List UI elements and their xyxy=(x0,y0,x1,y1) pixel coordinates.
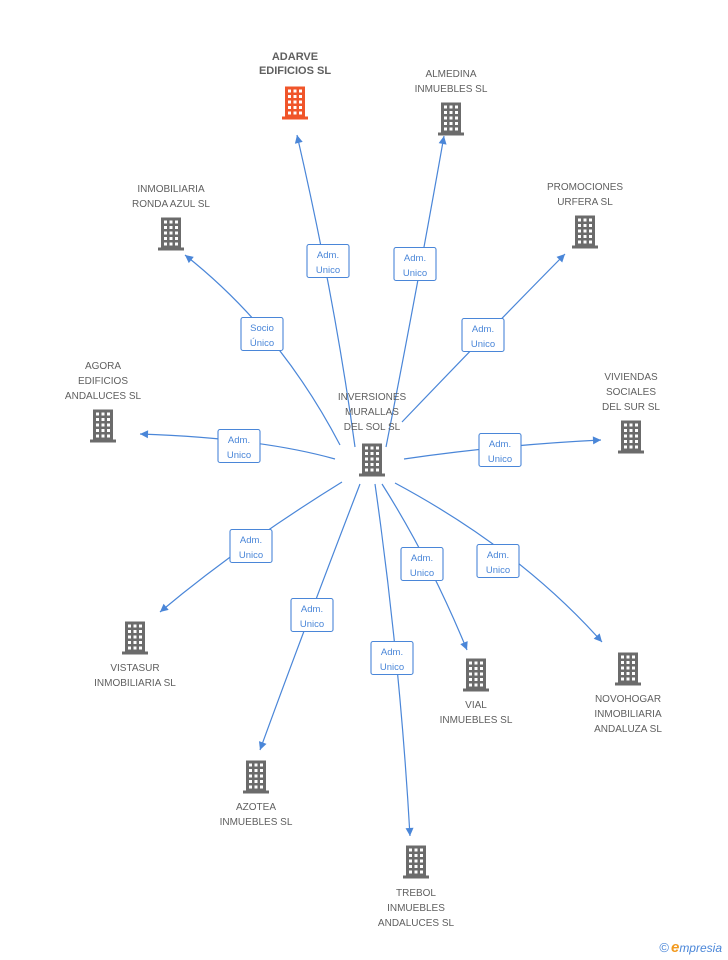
edge-almedina: Adm.Unico xyxy=(385,135,447,448)
node-viviendas-building-icon[interactable] xyxy=(618,420,644,454)
node-agora-building-icon[interactable] xyxy=(90,409,116,443)
edge-arrow-adarve xyxy=(294,135,303,144)
edge-trebol: Adm.Unico xyxy=(370,483,414,837)
relation-label-urfera: Adm.Unico xyxy=(471,324,495,350)
relation-label-vistasur: Adm.Unico xyxy=(239,535,263,561)
node-azotea-building-icon[interactable] xyxy=(243,760,269,794)
relation-label-vial: Adm.Unico xyxy=(410,553,434,579)
edge-arrow-urfera xyxy=(556,254,565,263)
edge-arrow-viviendas xyxy=(592,436,601,445)
edge-line-almedina xyxy=(385,135,445,448)
edge-arrow-azotea xyxy=(258,741,267,750)
center-node-building-icon[interactable] xyxy=(359,443,385,477)
edge-line-adarve xyxy=(296,134,356,448)
edge-novohogar: Adm.Unico xyxy=(394,482,603,643)
node-urfera-building-icon[interactable] xyxy=(572,215,598,249)
relation-badge-agora[interactable]: Adm.Unico xyxy=(217,428,261,464)
edge-arrow-vial xyxy=(460,641,468,650)
edge-adarve: Adm.Unico xyxy=(294,134,356,448)
node-novohogar-building-icon[interactable] xyxy=(615,652,641,686)
copyright-icon: © xyxy=(659,940,669,955)
relation-badge-viviendas[interactable]: Adm.Unico xyxy=(478,432,522,468)
brand-logo-initial: e xyxy=(670,939,680,956)
edge-arrow-almedina xyxy=(438,136,447,145)
brand-footer: ©empresia xyxy=(659,939,722,956)
node-almedina-building-icon[interactable] xyxy=(438,102,464,136)
relation-label-novohogar: Adm.Unico xyxy=(486,550,510,576)
edge-azotea: Adm.Unico xyxy=(258,483,361,751)
relation-label-viviendas: Adm.Unico xyxy=(488,439,512,465)
relation-badge-almedina[interactable]: Adm.Unico xyxy=(393,246,437,282)
edge-arrow-agora xyxy=(140,430,149,439)
relation-badge-vistasur[interactable]: Adm.Unico xyxy=(229,528,273,564)
edge-vial: Adm.Unico xyxy=(381,483,468,651)
edge-arrow-ronda xyxy=(185,255,194,264)
relation-badge-adarve[interactable]: Adm.Unico xyxy=(306,243,350,279)
edge-viviendas: Adm.Unico xyxy=(403,432,602,468)
node-vistasur-building-icon[interactable] xyxy=(122,621,148,655)
relation-label-trebol: Adm.Unico xyxy=(380,647,404,673)
relation-badge-vial[interactable]: Adm.Unico xyxy=(400,546,444,582)
relation-badge-novohogar[interactable]: Adm.Unico xyxy=(476,543,520,579)
edge-arrow-trebol xyxy=(405,827,414,836)
relation-label-almedina: Adm.Unico xyxy=(403,253,427,279)
relation-label-agora: Adm.Unico xyxy=(227,435,251,461)
relation-badge-trebol[interactable]: Adm.Unico xyxy=(370,640,414,676)
node-ronda-building-icon[interactable] xyxy=(158,217,184,251)
edge-vistasur: Adm.Unico xyxy=(159,481,343,613)
brand-logo-text: mpresia xyxy=(679,941,722,955)
relation-label-azotea: Adm.Unico xyxy=(300,604,324,630)
relation-badge-urfera[interactable]: Adm.Unico xyxy=(461,317,505,353)
edge-urfera: Adm.Unico xyxy=(401,253,566,423)
edge-arrow-novohogar xyxy=(593,633,602,642)
relation-badge-azotea[interactable]: Adm.Unico xyxy=(290,597,334,633)
edge-agora: Adm.Unico xyxy=(139,428,336,464)
node-vial-building-icon[interactable] xyxy=(463,658,489,692)
edge-arrow-vistasur xyxy=(160,603,169,612)
relation-label-adarve: Adm.Unico xyxy=(316,250,340,276)
node-trebol-building-icon[interactable] xyxy=(403,845,429,879)
node-adarve-building-icon[interactable] xyxy=(282,86,308,120)
